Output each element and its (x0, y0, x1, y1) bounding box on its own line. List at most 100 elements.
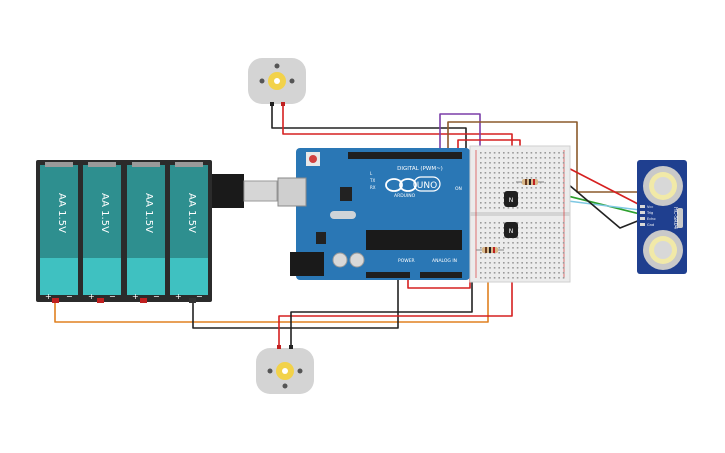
breadboard-hole (530, 207, 533, 209)
breadboard-hole (530, 222, 533, 224)
breadboard-hole (521, 232, 523, 234)
breadboard-hole (489, 277, 491, 279)
breadboard-hole (484, 187, 487, 189)
breadboard-hole (516, 262, 519, 264)
breadboard-hole (539, 152, 542, 154)
breadboard-hole (516, 252, 519, 254)
transistor-2-label: N (509, 228, 514, 235)
breadboard-hole (558, 227, 560, 229)
breadboard-hole (498, 177, 500, 179)
breadboard-hole (480, 252, 482, 254)
breadboard-hole (530, 237, 533, 239)
breadboard-hole (539, 157, 542, 159)
resistor-1 (516, 179, 544, 185)
breadboard-hole (530, 267, 533, 269)
breadboard-hole (521, 172, 523, 174)
sensor-label: HC-SR04 (672, 207, 678, 229)
breadboard-hole (503, 157, 505, 159)
breadboard-hole (484, 227, 487, 229)
breadboard-hole (553, 227, 556, 229)
breadboard-hole (544, 277, 546, 279)
breadboard-hole (503, 267, 505, 269)
breadboard-hole (544, 167, 546, 169)
breadboard-hole (535, 237, 537, 239)
breadboard-hole (503, 227, 505, 229)
breadboard-hole (521, 257, 523, 259)
breadboard-hole (526, 242, 528, 244)
breadboard-hole (553, 247, 556, 249)
breadboard-hole (503, 277, 505, 279)
breadboard-hole (539, 277, 542, 279)
breadboard-hole (489, 187, 491, 189)
breadboard-hole (544, 267, 546, 269)
breadboard-hole (544, 262, 546, 264)
breadboard-hole (503, 222, 505, 224)
breadboard-hole (539, 192, 542, 194)
breadboard-hole (498, 152, 500, 154)
breadboard-hole (553, 152, 556, 154)
breadboard-hole (544, 192, 546, 194)
breadboard-hole (507, 252, 510, 254)
breadboard-hole (535, 197, 537, 199)
breadboard-hole (544, 177, 546, 179)
breadboard-hole (526, 247, 528, 249)
battery-3: AA 1.5V + − (127, 162, 165, 301)
breadboard-hole (512, 182, 514, 184)
breadboard-hole (530, 252, 533, 254)
breadboard-hole (489, 167, 491, 169)
breadboard-hole (503, 252, 505, 254)
breadboard-hole (526, 237, 528, 239)
breadboard-hole (539, 272, 542, 274)
breadboard-hole (507, 207, 510, 209)
breadboard-hole (493, 242, 496, 244)
battery-2: AA 1.5V + − (83, 162, 121, 301)
breadboard-hole (530, 177, 533, 179)
breadboard-hole (549, 257, 551, 259)
breadboard-hole (549, 202, 551, 204)
breadboard-hole (521, 277, 523, 279)
breadboard-hole (526, 272, 528, 274)
breadboard-hole (489, 182, 491, 184)
breadboard-hole (549, 177, 551, 179)
breadboard-hole (553, 162, 556, 164)
breadboard-hole (558, 162, 560, 164)
breadboard-hole (507, 267, 510, 269)
breadboard-hole (480, 202, 482, 204)
breadboard-hole (516, 222, 519, 224)
breadboard-hole (530, 257, 533, 259)
breadboard-hole (535, 257, 537, 259)
breadboard-hole (535, 167, 537, 169)
breadboard-hole (512, 277, 514, 279)
wire-top-motor-black (271, 104, 467, 155)
breadboard-hole (503, 167, 505, 169)
battery-1-label: AA 1.5V (56, 193, 67, 233)
breadboard-hole (480, 152, 482, 154)
breadboard-hole (544, 257, 546, 259)
breadboard-hole (503, 242, 505, 244)
breadboard-hole (512, 167, 514, 169)
breadboard-hole (512, 262, 514, 264)
wire-lightblue (559, 199, 641, 211)
breadboard-hole (562, 222, 565, 224)
breadboard-hole (562, 162, 565, 164)
breadboard-hole (558, 197, 560, 199)
breadboard-hole (535, 187, 537, 189)
breadboard-hole (549, 277, 551, 279)
breadboard-hole (539, 187, 542, 189)
breadboard-hole (484, 152, 487, 154)
breadboard-hole (526, 197, 528, 199)
breadboard-hole (512, 257, 514, 259)
battery-4-label: AA 1.5V (186, 193, 197, 233)
breadboard-hole (498, 182, 500, 184)
breadboard-hole (562, 272, 565, 274)
breadboard-hole (558, 257, 560, 259)
breadboard-hole (503, 182, 505, 184)
breadboard-hole (516, 162, 519, 164)
breadboard-hole (493, 202, 496, 204)
breadboard-holes (480, 152, 565, 279)
breadboard-hole (507, 242, 510, 244)
breadboard-hole (526, 152, 528, 154)
breadboard-hole (549, 227, 551, 229)
breadboard-hole (562, 202, 565, 204)
breadboard-hole (562, 247, 565, 249)
